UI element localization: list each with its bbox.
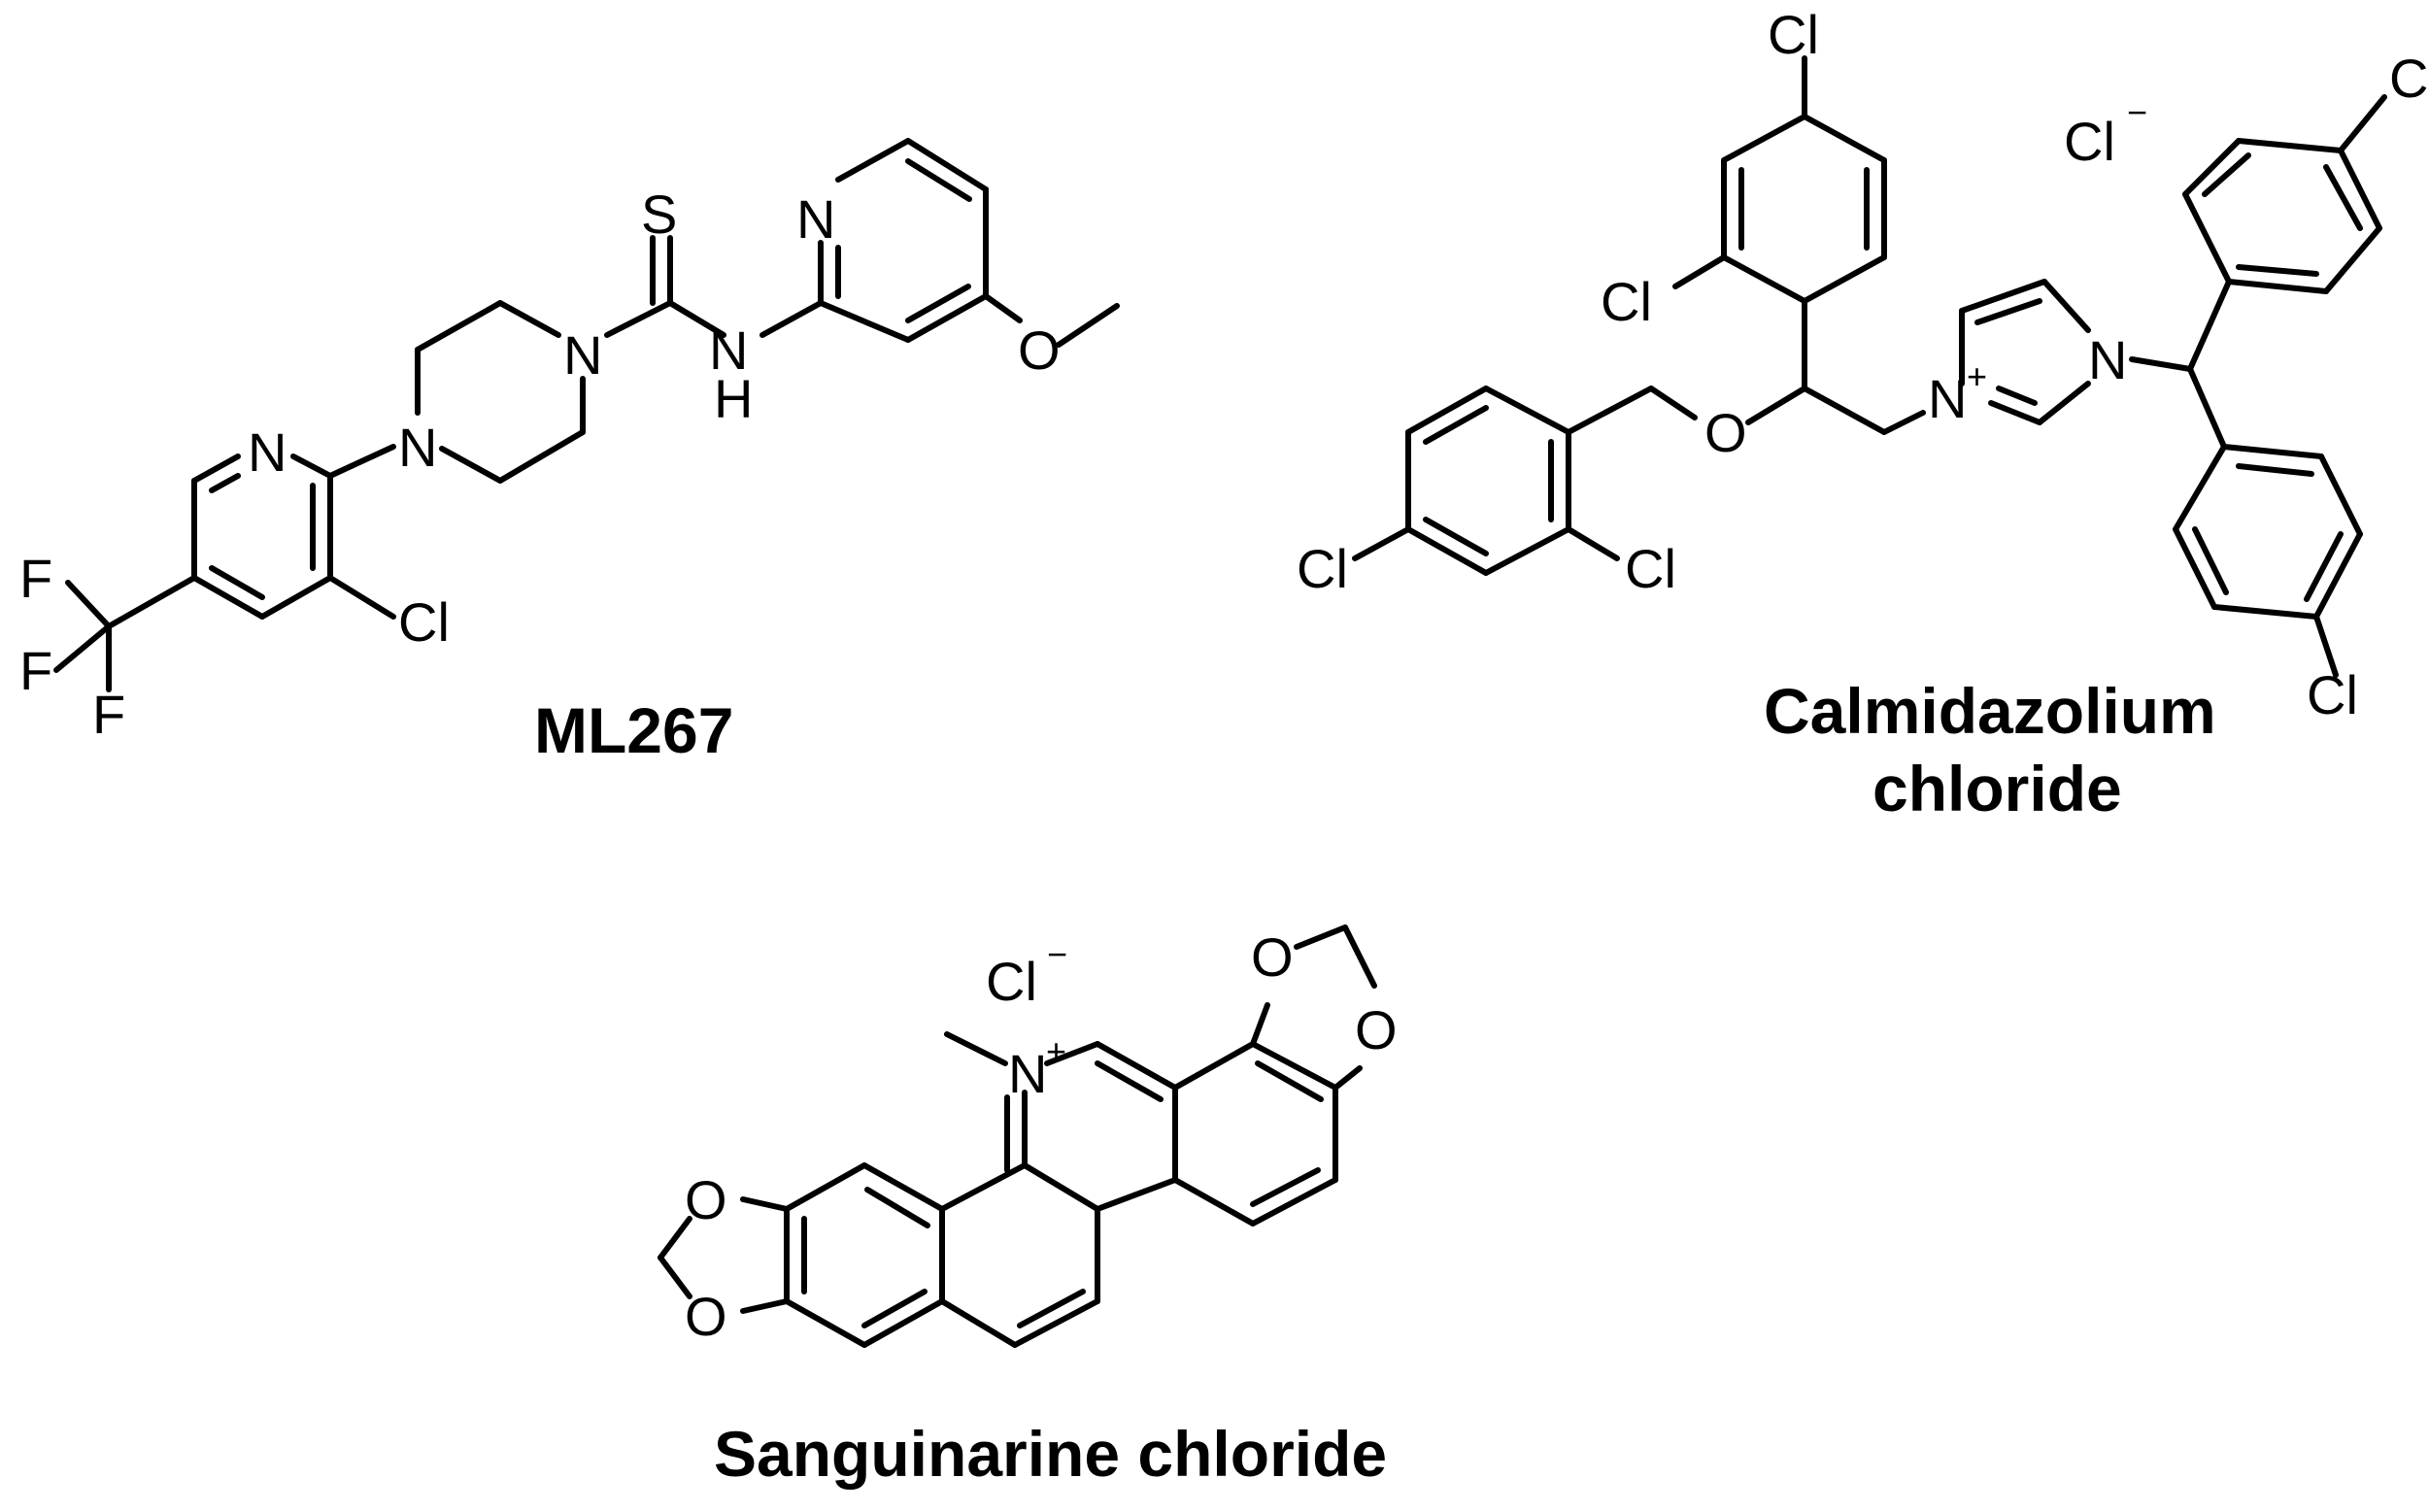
- atom-label: N: [796, 188, 835, 250]
- atom-label: Cl: [2064, 111, 2115, 172]
- atom-label: N: [248, 421, 287, 483]
- atom-label: Cl: [1625, 538, 1676, 599]
- atom-label: Cl: [2389, 48, 2429, 109]
- calmidazolium-structure: Cl Cl Cl Cl O N + N Cl Cl Cl − Calmidazo…: [1297, 4, 2429, 824]
- compound-name-line-2: chloride: [1872, 753, 2122, 824]
- atom-label: Cl: [1768, 4, 1819, 65]
- atom-label: O: [685, 1169, 727, 1230]
- compound-name: Sanguinarine chloride: [714, 1418, 1387, 1490]
- atom-label: Cl: [2307, 664, 2358, 725]
- atom-label: O: [1704, 402, 1747, 463]
- sanguinarine-structure: Cl − N + O O O O Sanguinarine chloride: [658, 924, 1398, 1490]
- compound-name: ML267: [534, 694, 733, 766]
- sanguinarine-atom-labels: Cl − N + O O O O: [685, 926, 1398, 1347]
- atom-label: O: [1018, 319, 1061, 381]
- atom-label: S: [641, 184, 677, 245]
- charge-label: −: [2127, 92, 2147, 132]
- atom-label: N: [1008, 1043, 1047, 1104]
- charge-label: −: [1047, 934, 1067, 974]
- charge-label: +: [1967, 356, 1987, 396]
- atom-label: Cl: [1601, 271, 1652, 332]
- ml267-bonds: [53, 138, 1120, 692]
- atom-label: Cl: [398, 591, 450, 653]
- atom-label: N: [2088, 329, 2127, 390]
- atom-label: N: [709, 319, 748, 381]
- atom-label: F: [92, 684, 125, 745]
- sanguinarine-bonds: [658, 924, 1377, 1348]
- atom-label: O: [1251, 926, 1294, 988]
- atom-label: F: [19, 640, 52, 701]
- ml267-atom-labels: F F F N Cl N N S N H N O: [19, 184, 1061, 745]
- calmidazolium-bonds: [1352, 55, 2387, 678]
- ml267-structure: F F F N Cl N N S N H N O ML267: [19, 138, 1120, 766]
- atom-label: O: [685, 1286, 727, 1347]
- compound-name-line-1: Calmidazolium: [1764, 675, 2216, 747]
- atom-label: H: [714, 368, 753, 429]
- atom-label: F: [19, 548, 52, 609]
- atom-label: Cl: [1297, 538, 1348, 599]
- charge-label: +: [1046, 1031, 1066, 1071]
- atom-label: N: [1928, 368, 1967, 429]
- calmidazolium-atom-labels: Cl Cl Cl Cl O N + N Cl Cl Cl −: [1297, 4, 2429, 725]
- atom-label: N: [563, 324, 602, 386]
- atom-label: O: [1355, 999, 1398, 1060]
- atom-label: N: [398, 417, 437, 478]
- atom-label: Cl: [986, 951, 1037, 1012]
